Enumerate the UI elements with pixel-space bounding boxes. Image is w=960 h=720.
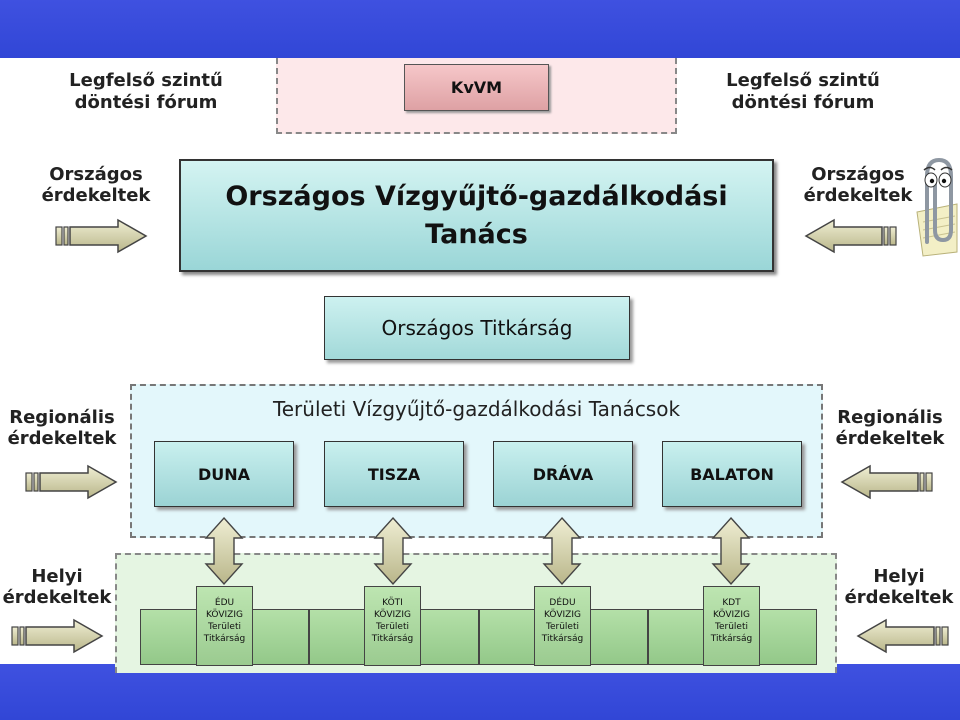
label-line: érdekeltek	[2, 587, 112, 608]
label-line: Országos	[49, 164, 143, 185]
double-arrow-icon	[542, 516, 582, 586]
office-line: KÖVIZIG	[374, 610, 411, 620]
header-band	[0, 0, 960, 58]
label-line: döntési fórum	[74, 92, 218, 113]
kvvm-box: KvVM	[404, 64, 549, 111]
office-line: DÉDU	[549, 598, 576, 608]
belt-divider	[478, 609, 480, 665]
paperclip-assistant-icon	[916, 157, 958, 257]
label-line: Helyi	[31, 566, 83, 587]
label-line: Legfelső szintű	[69, 70, 223, 91]
double-arrow-icon	[373, 516, 413, 586]
office-line: KÖVIZIG	[206, 610, 243, 620]
office-line: ÉDU	[214, 598, 235, 608]
office-line: Területi	[546, 622, 579, 632]
arrow-left-icon	[856, 618, 949, 654]
council-line: Országos Vízgyűjtő-gazdálkodási	[225, 180, 728, 212]
top-forum-right-label: Legfelső szintű döntési fórum	[713, 70, 893, 114]
double-arrow-icon	[204, 516, 244, 586]
top-forum-left-label: Legfelső szintű döntési fórum	[56, 70, 236, 114]
national-left-label: Országos érdekeltek	[36, 164, 156, 206]
basin-box-duna: DUNA	[154, 441, 294, 507]
office-line: KÖTI	[382, 598, 403, 608]
office-line: Titkárság	[203, 634, 246, 644]
office-line: Titkárság	[371, 634, 414, 644]
label-line: érdekeltek	[844, 587, 954, 608]
label-line: Regionális	[9, 407, 115, 428]
office-line: Területi	[715, 622, 748, 632]
office-box-kdt: KDT KÖVIZIG Területi Titkárság	[703, 586, 760, 666]
arrow-left-icon	[804, 218, 897, 254]
local-right-label: Helyi érdekeltek	[838, 566, 960, 608]
label-line: érdekeltek	[835, 428, 945, 449]
regional-title: Területi Vízgyűjtő-gazdálkodási Tanácsok	[272, 397, 681, 421]
belt-divider	[308, 609, 310, 665]
basin-box-balaton: BALATON	[662, 441, 802, 507]
national-secretariat-box: Országos Titkárság	[324, 296, 630, 360]
double-arrow-icon	[711, 516, 751, 586]
national-council-box: Országos Vízgyűjtő-gazdálkodási Tanács	[179, 159, 774, 272]
arrow-left-icon	[840, 464, 933, 500]
office-box-dedu: DÉDU KÖVIZIG Területi Titkárság	[534, 586, 591, 666]
label-line: érdekeltek	[7, 428, 117, 449]
office-line: Területi	[376, 622, 409, 632]
footer-band	[0, 664, 960, 720]
office-line: KÖVIZIG	[713, 610, 750, 620]
office-line: KDT	[722, 598, 741, 608]
label-line: érdekeltek	[41, 185, 151, 206]
label-line: Helyi	[873, 566, 925, 587]
basin-box-drava: DRÁVA	[493, 441, 633, 507]
regional-left-label: Regionális érdekeltek	[0, 407, 124, 449]
council-line: Tanács	[425, 218, 528, 250]
label-line: döntési fórum	[731, 92, 875, 113]
office-line: Területi	[208, 622, 241, 632]
belt-divider	[647, 609, 649, 665]
office-box-edu: ÉDU KÖVIZIG Területi Titkárság	[196, 586, 253, 666]
office-line: KÖVIZIG	[544, 610, 581, 620]
arrow-right-icon	[55, 218, 148, 254]
regional-right-label: Regionális érdekeltek	[828, 407, 952, 449]
local-left-label: Helyi érdekeltek	[0, 566, 114, 608]
label-line: Országos	[811, 164, 905, 185]
label-line: Legfelső szintű	[726, 70, 880, 91]
office-line: Titkárság	[710, 634, 753, 644]
label-line: érdekeltek	[803, 185, 913, 206]
national-right-label: Országos érdekeltek	[798, 164, 918, 206]
office-box-koti: KÖTI KÖVIZIG Területi Titkárság	[364, 586, 421, 666]
arrow-right-icon	[11, 618, 104, 654]
basin-box-tisza: TISZA	[324, 441, 464, 507]
arrow-right-icon	[25, 464, 118, 500]
office-line: Titkárság	[541, 634, 584, 644]
label-line: Regionális	[837, 407, 943, 428]
